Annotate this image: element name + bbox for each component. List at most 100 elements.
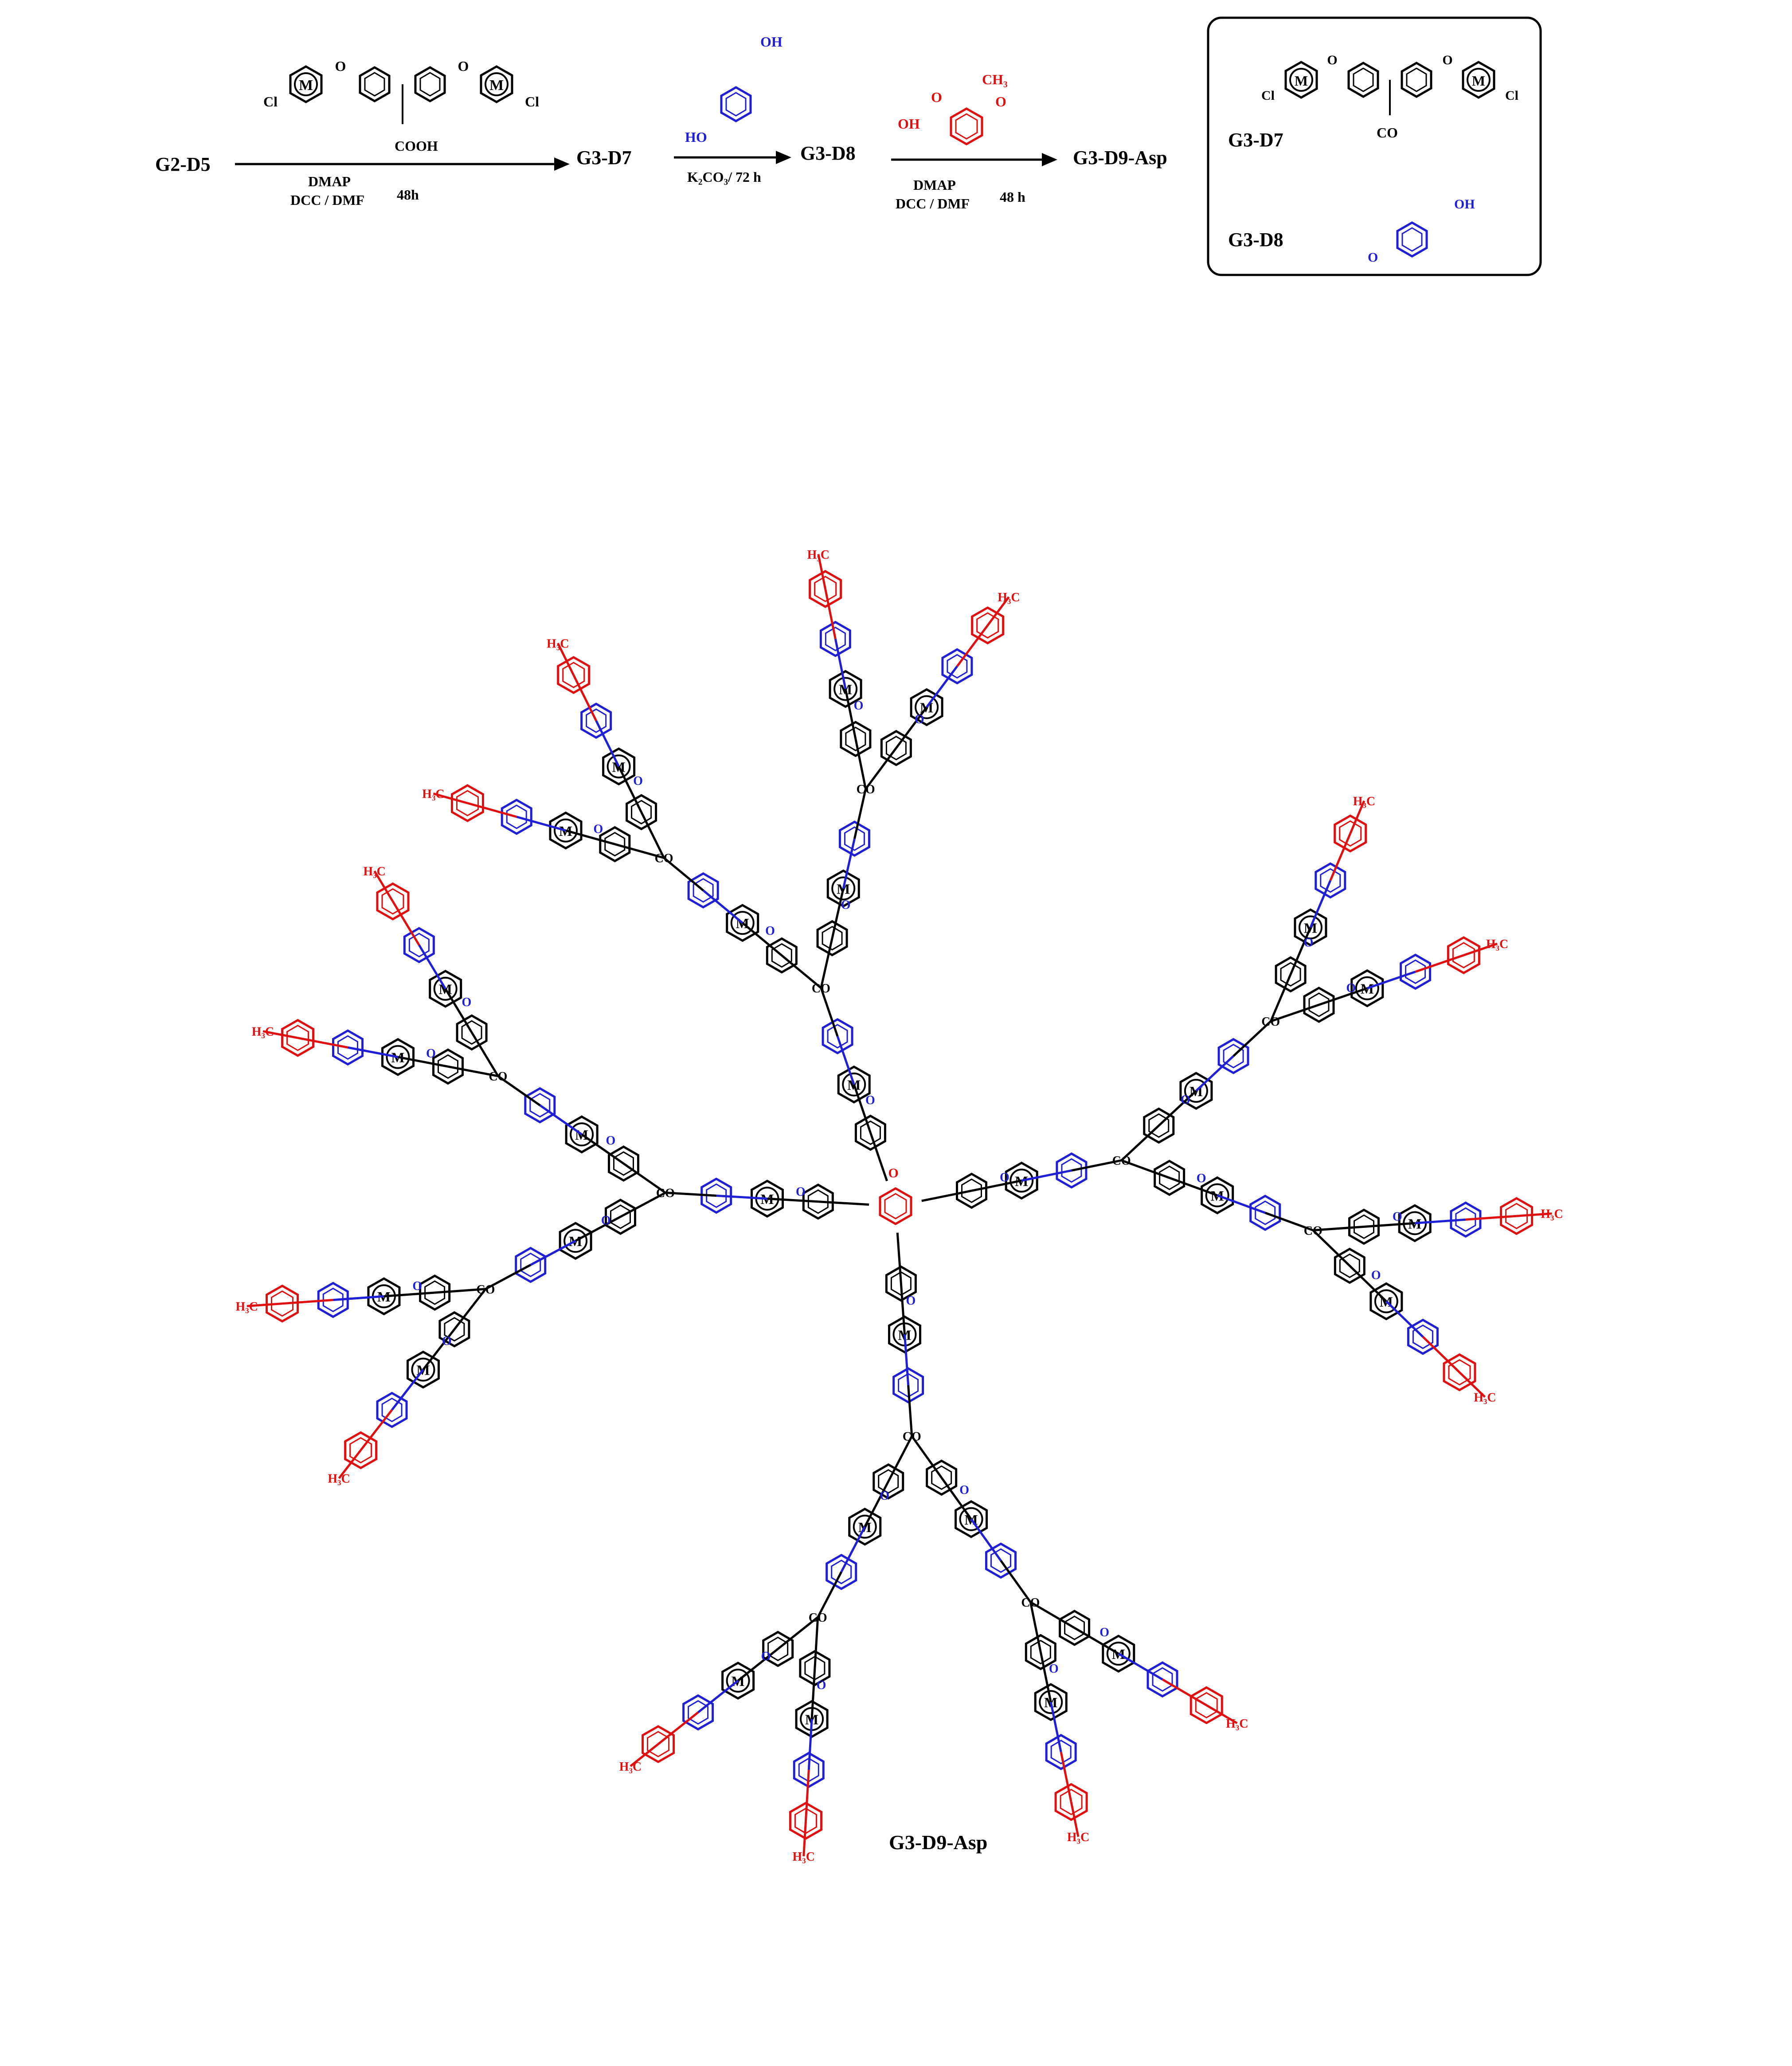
acetyl-group-label: H₃C (1541, 1207, 1563, 1221)
ether-oxygen-label: O (1197, 1172, 1206, 1185)
bond (1030, 1601, 1075, 1629)
bond (373, 870, 394, 902)
svg-text:HO: HO (685, 129, 707, 145)
bond (398, 1056, 448, 1068)
bond (1071, 1159, 1122, 1172)
bond (767, 1197, 818, 1203)
intermediate-g3d7-label: G3-D7 (576, 147, 632, 169)
bond (911, 1435, 943, 1478)
monomer-label: M (559, 823, 572, 839)
ether-oxygen-label: O (1049, 1662, 1059, 1676)
bond (716, 1194, 767, 1200)
bond (556, 643, 575, 676)
bond (896, 1232, 902, 1284)
bond (836, 1035, 855, 1085)
acetyl-group-label: H₃C (1353, 795, 1375, 808)
bond (657, 1711, 699, 1745)
bond (1000, 1560, 1032, 1603)
monomer-label: M (1015, 1173, 1028, 1189)
bond (1120, 1125, 1160, 1161)
bond (1205, 1704, 1238, 1725)
bond (297, 1037, 348, 1049)
bond (1021, 1169, 1072, 1182)
bond (1364, 1222, 1415, 1228)
ether-oxygen-label: O (606, 1134, 615, 1148)
svg-text:M: M (1295, 73, 1308, 89)
bond (853, 788, 867, 839)
svg-text:O: O (931, 89, 942, 105)
bond (1217, 1194, 1266, 1214)
ether-oxygen-label: O (915, 713, 924, 726)
dendrimer-structure: OMOCOMOCOMOH₃CMOH₃CMOCOMOH₃CMOH₃CMOCOMOC… (236, 548, 1563, 1864)
ether-oxygen-label: O (959, 1483, 969, 1497)
ether-oxygen-label: O (594, 822, 603, 836)
bond (418, 944, 446, 990)
bond (1158, 1090, 1197, 1127)
bond (1118, 1652, 1163, 1681)
bond (620, 1192, 666, 1218)
bond (1312, 1229, 1351, 1267)
bond (1463, 942, 1498, 957)
bond (1070, 1802, 1080, 1837)
reaction-scheme: G2-D5 M M O O Cl Cl COOH DMAP DCC / DMF … (155, 34, 1167, 212)
bond (333, 1295, 384, 1301)
bond (817, 1571, 842, 1618)
ether-oxygen-label: O (412, 1279, 422, 1293)
ether-oxygen-label: O (1346, 981, 1356, 995)
bond (575, 1215, 621, 1242)
intermediate-g3d8-label: G3-D8 (800, 142, 856, 164)
bond (869, 1132, 888, 1182)
ether-oxygen-label: O (1371, 1269, 1381, 1282)
bond (640, 812, 665, 859)
bond (338, 1449, 362, 1479)
acetyl-group-label: H₃C (807, 548, 829, 562)
legend-g3d8-structure: OH O (1368, 197, 1475, 265)
bond (623, 1162, 666, 1194)
bond (971, 1179, 1022, 1192)
bond (530, 1240, 576, 1266)
start-compound-label: G2-D5 (155, 153, 211, 175)
monomer-label: M (439, 981, 452, 997)
bond (1422, 1336, 1460, 1373)
svg-text:OH: OH (898, 116, 920, 132)
svg-text:O: O (1368, 250, 1378, 265)
bond (516, 815, 566, 832)
bond (697, 1680, 739, 1713)
bond (864, 1481, 889, 1527)
ether-oxygen-label: O (462, 996, 471, 1009)
benzene-ring (880, 1188, 911, 1224)
bond (926, 666, 958, 708)
bond (539, 1104, 583, 1136)
ether-oxygen-label: O (1304, 936, 1314, 949)
bond (565, 829, 615, 846)
bond (485, 1264, 531, 1290)
step3-conditions-solvent: DCC / DMF (896, 196, 970, 212)
bond (1349, 1265, 1387, 1302)
bond (840, 1526, 866, 1572)
step3-conditions-dmap: DMAP (913, 177, 956, 193)
step1-conditions-dmap: DMAP (308, 173, 351, 189)
bond (1195, 1055, 1234, 1092)
bond (433, 792, 468, 804)
legend-g3d8-label: G3-D8 (1228, 229, 1283, 251)
ether-oxygen-label: O (1000, 1171, 1009, 1184)
reagent-3-structure: OH CH₃ O O (898, 71, 1008, 144)
step3-conditions-time: 48 h (1000, 189, 1025, 205)
bond (434, 1288, 486, 1294)
monomer-label: M (612, 759, 626, 775)
ether-oxygen-label: O (880, 1489, 889, 1503)
bond (956, 624, 989, 667)
bond (1121, 1159, 1170, 1179)
legend-g3d7-label: G3-D7 (1228, 129, 1283, 151)
ether-oxygen-label: O (765, 924, 775, 938)
svg-text:OH: OH (1454, 197, 1475, 212)
bond (422, 1329, 455, 1371)
acetyl-group-label: H₃C (236, 1300, 258, 1313)
bond (1039, 1652, 1052, 1702)
bond (1415, 954, 1464, 973)
bond (453, 1288, 487, 1330)
bond (1232, 1020, 1272, 1057)
bond (282, 1298, 333, 1305)
svg-text:OH: OH (760, 34, 783, 50)
bond (262, 1030, 298, 1039)
